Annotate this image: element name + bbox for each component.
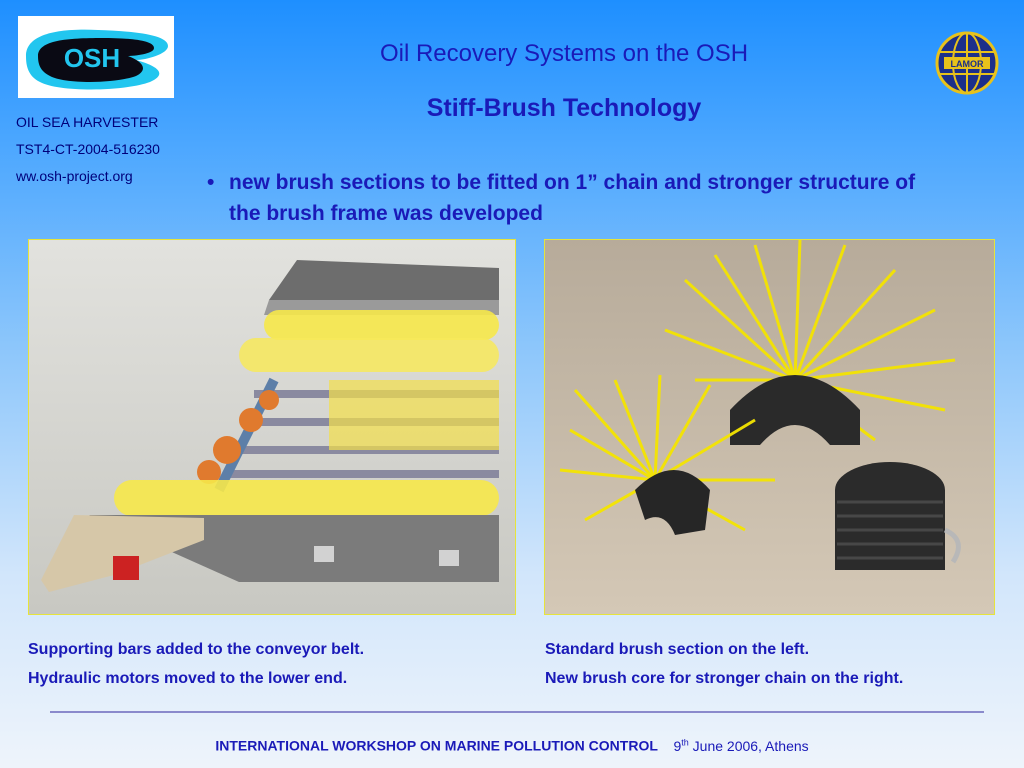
footer-date-rest: June 2006, Athens [688,737,809,754]
footer-event: INTERNATIONAL WORKSHOP ON MARINE POLLUTI… [215,737,658,754]
right-caption-line-2: New brush core for stronger chain on the… [545,670,904,687]
conveyor-render-graphic [29,240,515,614]
left-caption-line-2: Hydraulic motors moved to the lower end. [28,670,348,687]
footer-date-day: 9 [673,737,682,754]
contract-number: TST4-CT-2004-516230 [16,141,160,157]
footer-divider [50,711,984,713]
right-caption-line-1: Standard brush section on the left. [545,641,810,658]
project-name: OIL SEA HARVESTER [16,114,159,130]
osh-logo-text: OSH [64,43,120,73]
slide-subtitle: Stiff-Brush Technology [426,94,702,122]
footer-date: 9th June 2006, Athens [673,737,809,754]
brush-sections-photo [544,239,995,615]
footer-date-suffix: th [681,737,689,747]
conveyor-render-image [28,239,516,615]
bullet-point: • new brush sections to be fitted on 1” … [207,167,947,229]
lamor-logo: LAMOR [934,30,1000,96]
globe-icon: LAMOR [935,31,999,95]
osh-logo-graphic: OSH [26,29,168,90]
project-website: ww.osh-project.org [16,168,133,184]
osh-logo: OSH [18,16,174,98]
left-caption-line-1: Supporting bars added to the conveyor be… [28,641,365,658]
footer: INTERNATIONAL WORKSHOP ON MARINE POLLUTI… [0,737,1024,754]
brush-sections-graphic [545,240,994,614]
bullet-dot: • [207,171,215,194]
bullet-text: new brush sections to be fitted on 1” ch… [229,171,916,225]
slide-title: Oil Recovery Systems on the OSH [379,40,749,67]
lamor-logo-text: LAMOR [951,59,984,69]
